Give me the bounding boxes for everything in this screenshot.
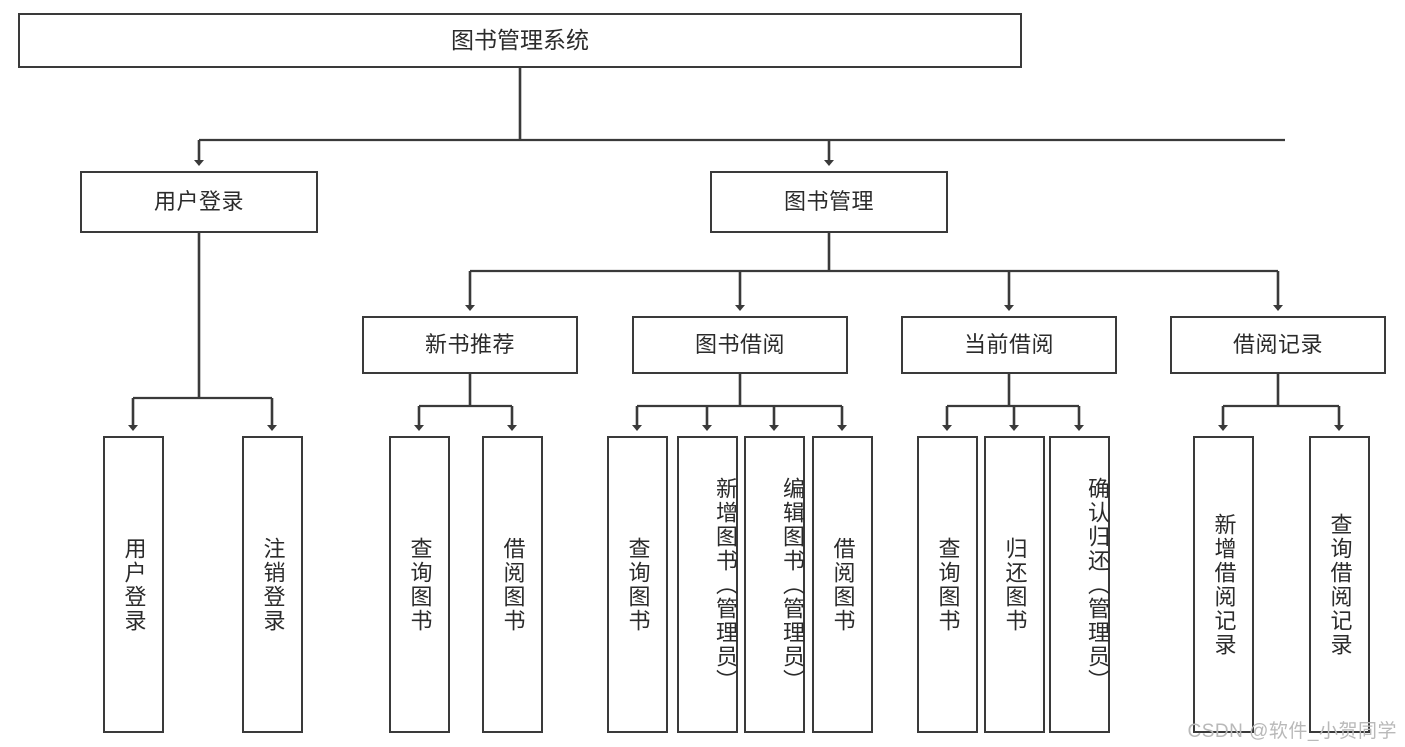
- leaf-label: 归还图书: [1002, 536, 1028, 633]
- leaf-edit-book-admin[interactable]: 编辑图书（管理员）: [744, 436, 805, 733]
- leaf-user-login[interactable]: 用户登录: [103, 436, 164, 733]
- leaf-label: 查询借阅记录: [1327, 512, 1353, 657]
- leaf-label: 注销登录: [260, 536, 286, 633]
- leaf-label: 借阅图书: [500, 536, 526, 633]
- node-book-borrow[interactable]: 图书借阅: [632, 316, 848, 374]
- leaf-label: 确认归还（管理员）: [1085, 476, 1110, 693]
- leaf-label: 用户登录: [121, 536, 147, 633]
- node-book-borrow-label: 图书借阅: [694, 332, 785, 358]
- node-borrow-records[interactable]: 借阅记录: [1170, 316, 1386, 374]
- node-book-management[interactable]: 图书管理: [710, 171, 948, 233]
- node-root[interactable]: 图书管理系统: [18, 13, 1022, 68]
- node-current-borrow-label: 当前借阅: [963, 332, 1054, 358]
- leaf-label: 编辑图书（管理员）: [780, 476, 805, 693]
- leaf-confirm-return-admin[interactable]: 确认归还（管理员）: [1049, 436, 1110, 733]
- leaf-label: 查询图书: [625, 536, 651, 633]
- leaf-borrow-book[interactable]: 借阅图书: [812, 436, 873, 733]
- leaf-query-book-recommend[interactable]: 查询图书: [389, 436, 450, 733]
- leaf-add-book-admin[interactable]: 新增图书（管理员）: [677, 436, 738, 733]
- node-book-management-label: 图书管理: [783, 189, 874, 215]
- node-root-label: 图书管理系统: [451, 26, 589, 53]
- leaf-add-borrow-record[interactable]: 新增借阅记录: [1193, 436, 1254, 733]
- leaf-query-borrow-record[interactable]: 查询借阅记录: [1309, 436, 1370, 733]
- leaf-query-book-borrow[interactable]: 查询图书: [607, 436, 668, 733]
- leaf-borrow-book-recommend[interactable]: 借阅图书: [482, 436, 543, 733]
- node-current-borrow[interactable]: 当前借阅: [901, 316, 1117, 374]
- node-user-login[interactable]: 用户登录: [80, 171, 318, 233]
- leaf-return-book[interactable]: 归还图书: [984, 436, 1045, 733]
- leaf-label: 新增图书（管理员）: [713, 476, 738, 693]
- node-new-book-recommend[interactable]: 新书推荐: [362, 316, 578, 374]
- leaf-user-logout[interactable]: 注销登录: [242, 436, 303, 733]
- leaf-label: 借阅图书: [830, 536, 856, 633]
- node-user-login-label: 用户登录: [153, 189, 244, 215]
- watermark: CSDN @软件_小贺同学: [1187, 721, 1397, 742]
- node-new-book-recommend-label: 新书推荐: [424, 332, 515, 358]
- leaf-label: 新增借阅记录: [1211, 512, 1237, 657]
- node-borrow-records-label: 借阅记录: [1232, 332, 1323, 358]
- leaf-query-book-current[interactable]: 查询图书: [917, 436, 978, 733]
- leaf-label: 查询图书: [407, 536, 433, 633]
- leaf-label: 查询图书: [935, 536, 961, 633]
